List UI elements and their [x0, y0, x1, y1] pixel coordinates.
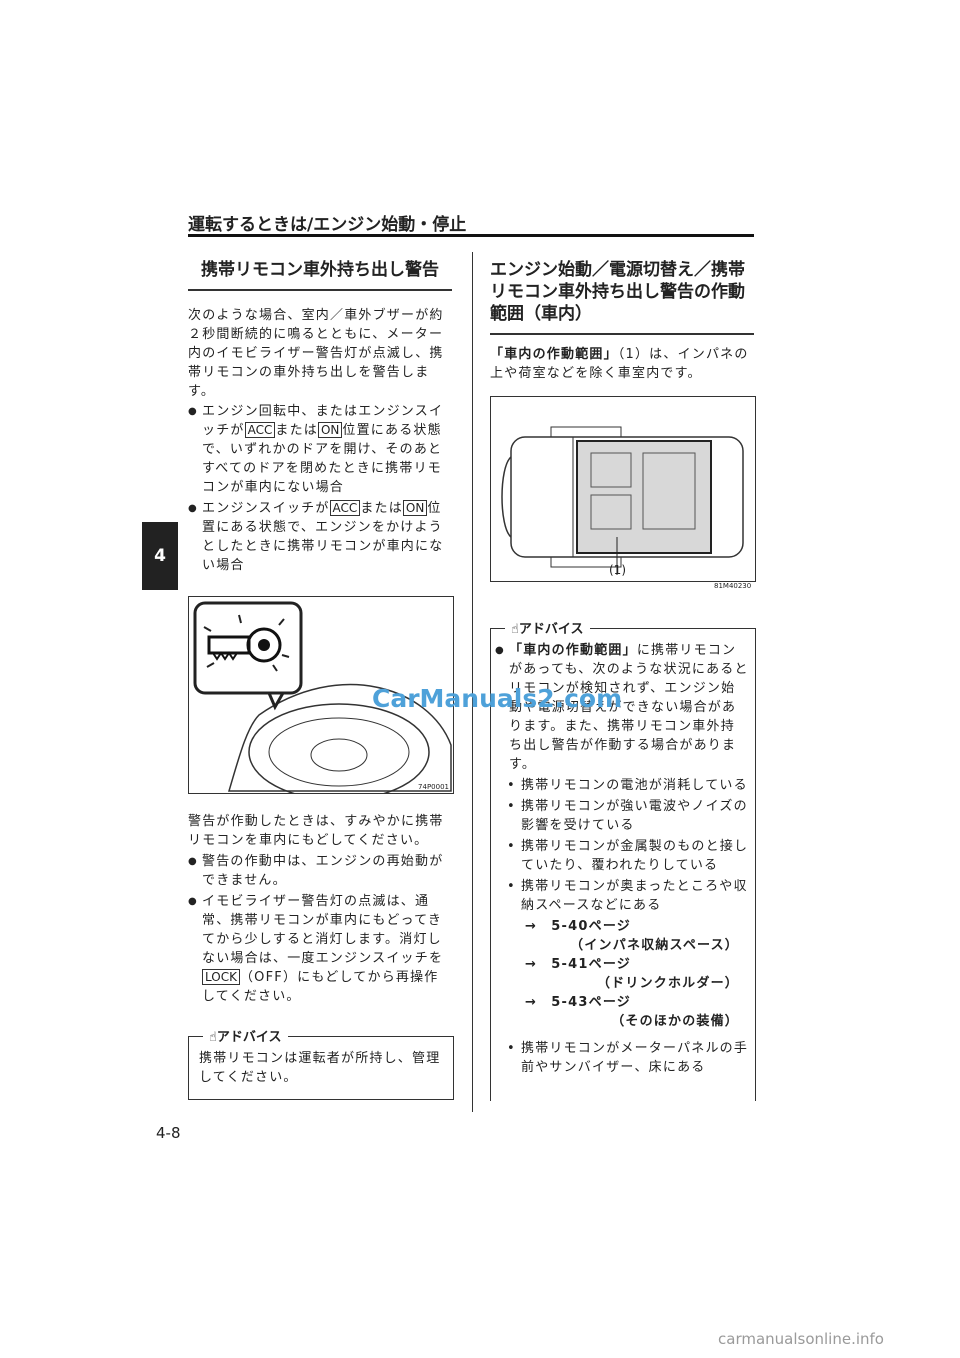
key-warning-illustration	[193, 601, 452, 801]
section-title: 運転するときは/エンジン始動・停止	[188, 215, 467, 235]
header-rule	[188, 234, 754, 237]
lock-key: LOCK	[202, 969, 240, 985]
left-heading: 携帯リモコン車外持ち出し警告	[188, 259, 452, 291]
on-key: ON	[317, 422, 343, 438]
acc-key: ACC	[244, 422, 276, 438]
acc-key: ACC	[329, 500, 361, 516]
figure-label: (1)	[609, 563, 626, 577]
left-after-text: 警告が作動したときは、すみやかに携帯リモコンを車内にもどしてください。	[188, 814, 444, 848]
hand-icon: ☝	[209, 1030, 217, 1045]
hand-icon: ☝	[511, 622, 519, 637]
bullet-item: エンジン回転中、またはエンジンスイッチがACCまたはON位置にある状態で、いずれ…	[188, 402, 452, 497]
sub-item: 携帯リモコンが奥まったところや収納スペースなどにある	[507, 877, 749, 915]
page-ref-desc: （インパネ収納スペース）	[570, 938, 739, 953]
footer-watermark: carmanualsonline.info	[718, 1330, 884, 1348]
page-ref-desc: （そのほかの装備）	[611, 1014, 739, 1029]
left-intro: 次のような場合、室内／車外ブザーが約２秒間断続的に鳴るとともに、メーター内のイモ…	[188, 308, 444, 399]
car-cabin-figure: (1)	[490, 396, 756, 582]
column-divider	[472, 252, 473, 1112]
sub-item: 携帯リモコンが強い電波やノイズの影響を受けている	[507, 797, 749, 835]
sub-item: 携帯リモコンの電池が消耗している	[507, 776, 749, 795]
figure-code: 81M40230	[714, 582, 752, 590]
page-ref: → 5-43ページ	[525, 995, 631, 1010]
page-refs: → 5-40ページ （インパネ収納スペース） → 5-41ページ （ドリンクホル…	[525, 917, 749, 1031]
bullet-item: 警告の作動中は、エンジンの再始動ができません。	[188, 852, 452, 890]
sub-item: 携帯リモコンがメーターパネルの手前やサンバイザー、床にある	[507, 1039, 749, 1077]
left-advice-box: ☝アドバイス 携帯リモコンは運転者が所持し、管理してください。	[188, 1026, 454, 1100]
key-warning-figure: 74P0001	[188, 596, 454, 801]
page-number: 4-8	[156, 1124, 181, 1142]
advice-title: ☝アドバイス	[203, 1026, 288, 1045]
left-bullets: エンジン回転中、またはエンジンスイッチがACCまたはON位置にある状態で、いずれ…	[188, 402, 452, 577]
right-heading: エンジン始動／電源切替え／携帯リモコン車外持ち出し警告の作動範囲（車内）	[490, 259, 754, 335]
figure-code: 74P0001	[418, 783, 449, 791]
advice-title: ☝アドバイス	[505, 618, 590, 637]
bullet-item: エンジンスイッチがACCまたはON位置にある状態で、エンジンをかけようとしたとき…	[188, 499, 452, 575]
watermark: CarManuals2.com	[372, 684, 623, 713]
chapter-tab: 4	[142, 522, 178, 590]
bullet-item: 「車内の作動範囲」に携帯リモコンがあっても、次のような状況にあるとリモコンが検知…	[495, 641, 749, 774]
page-ref-desc: （ドリンクホルダー）	[596, 976, 739, 991]
page-ref: → 5-41ページ	[525, 957, 631, 972]
right-intro: 「車内の作動範囲」（1）は、インパネの上や荷室などを除く車室内です。	[490, 347, 749, 381]
car-top-view-illustration	[501, 426, 744, 575]
left-notes: 警告の作動中は、エンジンの再始動ができません。 イモビライザー警告灯の点滅は、通…	[188, 852, 452, 1008]
bullet-item: イモビライザー警告灯の点滅は、通常、携帯リモコンが車内にもどってきてから少しする…	[188, 892, 452, 1006]
advice-body: 「車内の作動範囲」に携帯リモコンがあっても、次のような状況にあるとリモコンが検知…	[491, 629, 755, 1077]
sub-item: 携帯リモコンが金属製のものと接していたり、覆われたりしている	[507, 837, 749, 875]
on-key: ON	[402, 500, 428, 516]
advice-text: 携帯リモコンは運転者が所持し、管理してください。	[199, 1051, 441, 1085]
page-ref: → 5-40ページ	[525, 919, 631, 934]
right-advice-box: ☝アドバイス 「車内の作動範囲」に携帯リモコンがあっても、次のような状況にあると…	[490, 618, 756, 1101]
